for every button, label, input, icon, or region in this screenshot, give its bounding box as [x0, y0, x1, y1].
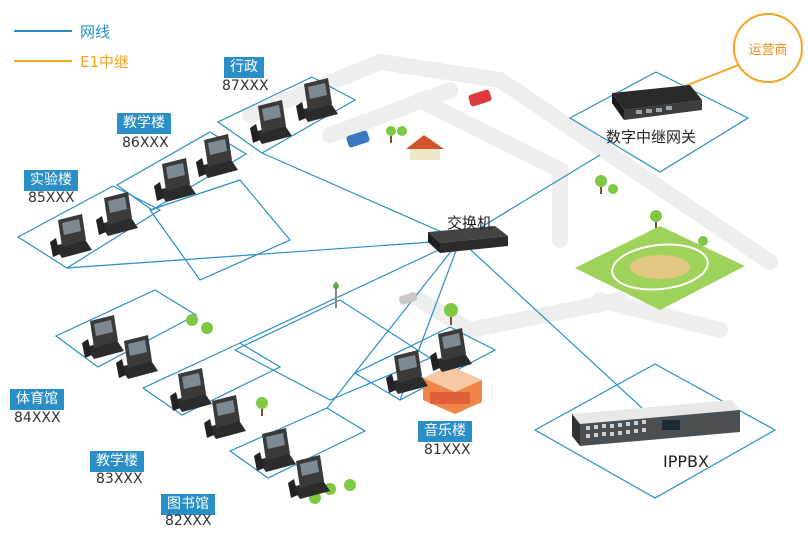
building-code-library: 82XXX: [165, 513, 212, 529]
legend-line-e1: [14, 60, 72, 62]
building-code-teaching-83: 83XXX: [96, 471, 143, 487]
legend-line-network: [14, 30, 72, 32]
building-code-music: 81XXX: [424, 442, 471, 458]
legend-item-e1: E1中继: [14, 46, 129, 76]
ip-phones: [50, 78, 472, 499]
ippbx-icon: [572, 400, 740, 446]
building-code-admin: 87XXX: [222, 78, 269, 94]
building-tag-teaching-83: 教学楼: [90, 451, 144, 472]
building-code-gym: 84XXX: [14, 410, 61, 426]
sports-field: [575, 226, 745, 310]
legend-label-e1: E1中继: [80, 52, 130, 71]
building-tag-library: 图书馆: [161, 494, 215, 515]
building-code-lab: 85XXX: [28, 190, 75, 206]
legend-item-network: 网线: [14, 16, 129, 46]
trunk-gateway-icon: [612, 85, 702, 120]
building-tag-lab: 实验楼: [24, 170, 78, 191]
building-tag-gym: 体育馆: [10, 389, 64, 410]
trunk-gateway-label: 数字中继网关: [606, 128, 697, 146]
network-links: [16, 71, 777, 499]
ippbx-label: IPPBX: [663, 452, 709, 471]
legend-label-network: 网线: [80, 22, 111, 41]
switch-icon: [428, 226, 508, 253]
carrier-label: 运营商: [748, 42, 788, 58]
music-hall-icon: [423, 366, 482, 414]
building-tag-music: 音乐楼: [418, 421, 472, 442]
carrier-node: 运营商: [733, 13, 803, 83]
building-tag-teaching-86: 教学楼: [117, 113, 171, 134]
building-code-teaching-86: 86XXX: [122, 135, 169, 151]
building-tag-admin: 行政: [224, 57, 264, 78]
switch-label: 交换机: [447, 214, 493, 232]
scenery: [333, 89, 492, 308]
legend: 网线 E1中继: [14, 16, 129, 76]
